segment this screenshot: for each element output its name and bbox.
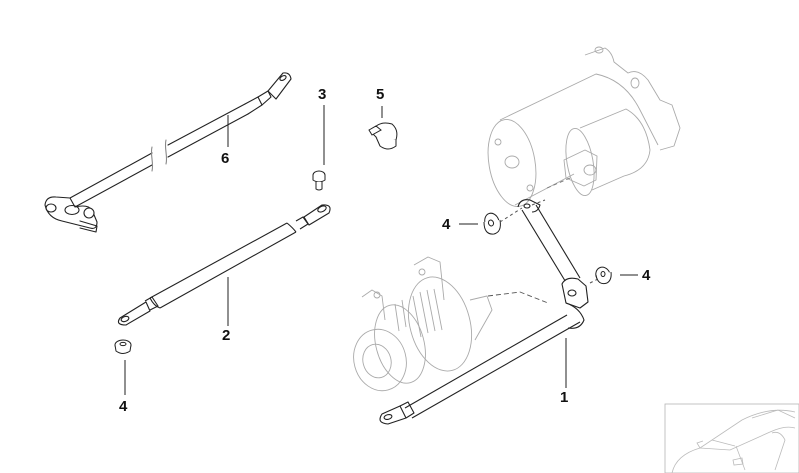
battery-cable-part-6[interactable] [44, 72, 292, 233]
bolt-part-3[interactable] [312, 170, 326, 191]
nut-cap-part-4-middle[interactable] [482, 207, 523, 235]
callout-6[interactable]: 6 [221, 150, 230, 167]
cable-clip-part-5[interactable] [368, 122, 398, 150]
callout-4-left[interactable]: 4 [119, 398, 128, 415]
starter-motor [487, 46, 681, 207]
callout-1[interactable]: 1 [560, 389, 569, 406]
callout-4-right[interactable]: 4 [642, 267, 651, 284]
car-thumbnail[interactable] [664, 403, 799, 473]
callout-4-middle[interactable]: 4 [442, 216, 451, 233]
nut-cap-part-4-right[interactable] [593, 265, 612, 285]
callout-2[interactable]: 2 [222, 327, 231, 344]
alternator [353, 256, 549, 392]
nut-cap-part-4-left[interactable] [114, 339, 132, 354]
ground-cable-part-2[interactable] [117, 204, 331, 326]
starter-cable-part-1[interactable] [379, 199, 601, 425]
callout-5[interactable]: 5 [376, 86, 385, 103]
callout-3[interactable]: 3 [318, 86, 327, 103]
